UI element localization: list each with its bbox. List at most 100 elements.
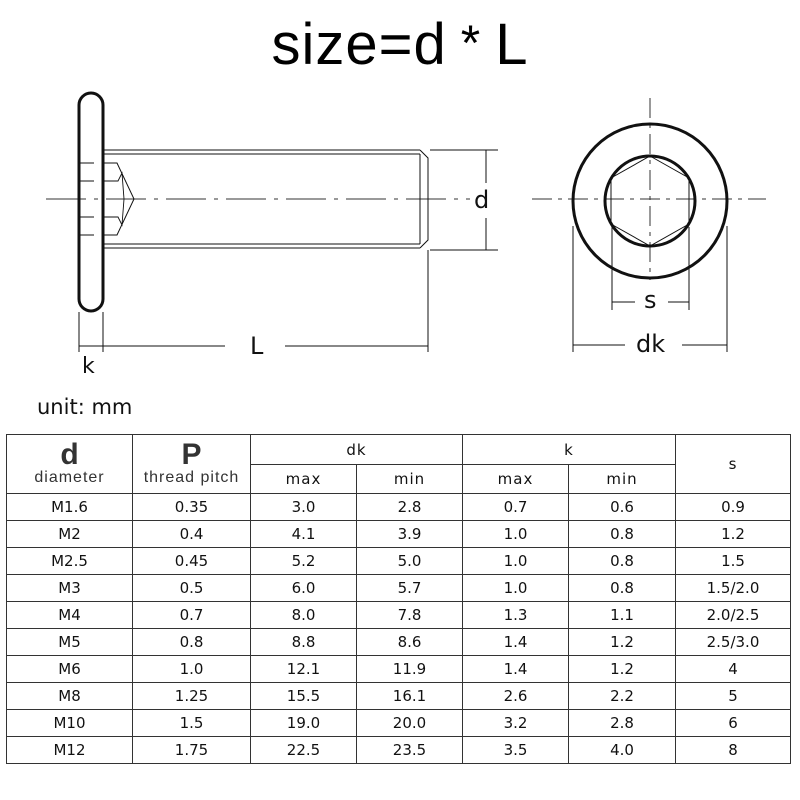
cell-dk-max: 8.8 (250, 628, 357, 656)
cell-d: M8 (6, 682, 133, 710)
cell-k-max: 1.0 (462, 574, 569, 602)
cell-P: 0.5 (132, 574, 251, 602)
header-d-symbol: d (60, 438, 79, 471)
cell-d: M1.6 (6, 493, 133, 521)
header-k-max: max (462, 464, 569, 494)
cell-d: M6 (6, 655, 133, 683)
cell-k-min: 0.8 (568, 520, 676, 548)
cell-dk-min: 20.0 (356, 709, 463, 737)
cell-dk-max: 8.0 (250, 601, 357, 629)
cell-s: 2.5/3.0 (675, 628, 791, 656)
cell-k-max: 2.6 (462, 682, 569, 710)
cell-d: M2 (6, 520, 133, 548)
cell-dk-max: 22.5 (250, 736, 357, 764)
cell-s: 5 (675, 682, 791, 710)
dimension-label-L: L (250, 332, 264, 360)
cell-d: M12 (6, 736, 133, 764)
cell-dk-max: 15.5 (250, 682, 357, 710)
cell-dk-min: 5.0 (356, 547, 463, 575)
cell-s: 4 (675, 655, 791, 683)
hex-socket (610, 155, 690, 247)
cell-P: 1.75 (132, 736, 251, 764)
cell-k-max: 1.0 (462, 520, 569, 548)
cell-k-min: 1.1 (568, 601, 676, 629)
cell-dk-min: 8.6 (356, 628, 463, 656)
title-left: size=d (271, 12, 447, 77)
cell-k-max: 1.0 (462, 547, 569, 575)
cell-dk-max: 3.0 (250, 493, 357, 521)
spec-table: d diameter P thread pitch dk k s max min… (6, 434, 791, 764)
cell-dk-min: 11.9 (356, 655, 463, 683)
cell-k-max: 1.3 (462, 601, 569, 629)
cell-dk-min: 2.8 (356, 493, 463, 521)
cell-k-min: 1.2 (568, 628, 676, 656)
header-d: d diameter (6, 434, 133, 494)
cell-k-min: 0.8 (568, 547, 676, 575)
header-dk: dk (250, 434, 463, 465)
header-k-min: min (568, 464, 676, 494)
cell-P: 0.45 (132, 547, 251, 575)
cell-d: M2.5 (6, 547, 133, 575)
cell-k-max: 0.7 (462, 493, 569, 521)
cell-s: 1.5/2.0 (675, 574, 791, 602)
cell-dk-max: 6.0 (250, 574, 357, 602)
cell-P: 0.8 (132, 628, 251, 656)
cell-s: 1.5 (675, 547, 791, 575)
cell-k-min: 0.6 (568, 493, 676, 521)
dimension-label-s: s (644, 286, 657, 314)
header-d-caption: diameter (34, 469, 105, 486)
cell-P: 0.7 (132, 601, 251, 629)
cell-k-max: 3.2 (462, 709, 569, 737)
cell-k-max: 1.4 (462, 655, 569, 683)
cell-dk-max: 19.0 (250, 709, 357, 737)
cell-dk-max: 12.1 (250, 655, 357, 683)
cell-P: 0.35 (132, 493, 251, 521)
header-k: k (462, 434, 676, 465)
cell-P: 1.25 (132, 682, 251, 710)
cell-d: M5 (6, 628, 133, 656)
title-multiply-operator: * (460, 15, 482, 71)
cell-dk-min: 16.1 (356, 682, 463, 710)
dimension-label-k: k (82, 354, 95, 379)
header-P-caption: thread pitch (143, 469, 240, 486)
cell-P: 1.5 (132, 709, 251, 737)
cell-k-min: 2.2 (568, 682, 676, 710)
bolt-technical-drawing (46, 91, 766, 352)
cell-dk-max: 4.1 (250, 520, 357, 548)
cell-P: 1.0 (132, 655, 251, 683)
page-title: size=d*L (0, 8, 800, 80)
title-right: L (495, 12, 529, 77)
cell-k-min: 1.2 (568, 655, 676, 683)
cell-s: 8 (675, 736, 791, 764)
cell-s: 1.2 (675, 520, 791, 548)
table-subheader-row: max min max min (7, 464, 791, 494)
cell-d: M4 (6, 601, 133, 629)
bolt-head (77, 91, 105, 313)
unit-label: unit: mm (37, 395, 133, 419)
cell-k-min: 4.0 (568, 736, 676, 764)
cell-s: 2.0/2.5 (675, 601, 791, 629)
cell-s: 0.9 (675, 493, 791, 521)
cell-P: 0.4 (132, 520, 251, 548)
header-dk-min: min (356, 464, 463, 494)
cell-k-min: 2.8 (568, 709, 676, 737)
bolt-end-view (532, 98, 766, 352)
table-header-row: d diameter P thread pitch dk k s (6, 434, 791, 494)
cell-s: 6 (675, 709, 791, 737)
header-P: P thread pitch (132, 434, 251, 494)
cell-dk-min: 5.7 (356, 574, 463, 602)
bolt-side-view (46, 91, 498, 352)
cell-dk-min: 3.9 (356, 520, 463, 548)
cell-dk-min: 7.8 (356, 601, 463, 629)
dimension-label-d: d (474, 186, 490, 214)
head-outer-circle (571, 122, 729, 280)
